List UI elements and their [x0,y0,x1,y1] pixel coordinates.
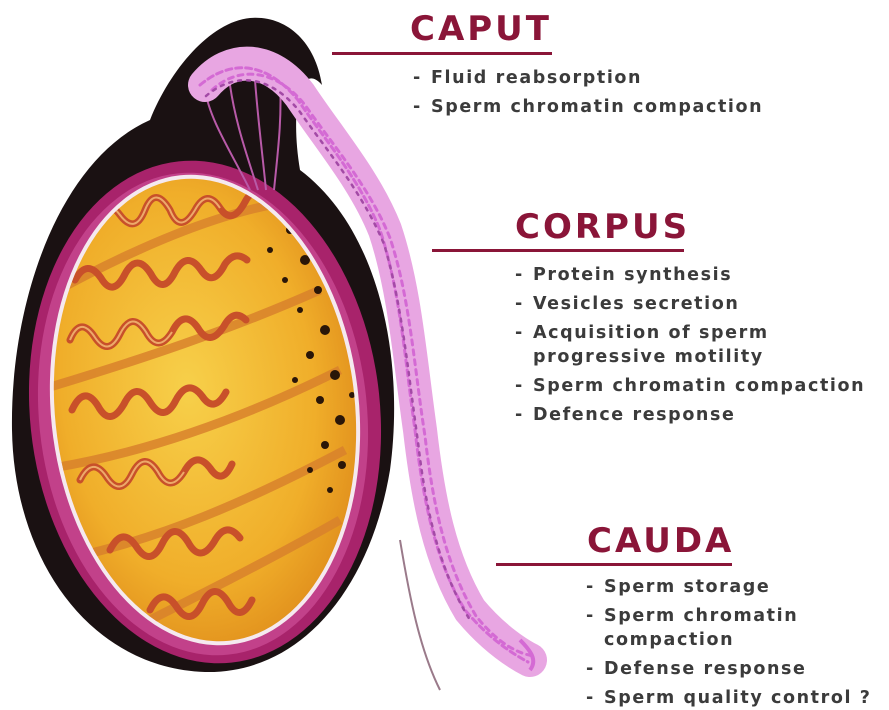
list-item: -Sperm storage [586,575,872,599]
list-item: -Protein synthesis [515,263,865,287]
list-item: -Vesicles secretion [515,292,865,316]
list-item: -Sperm chromatin compaction [413,95,763,119]
caput-leader-line [332,52,552,55]
list-item: -Sperm chromatin compaction [515,374,865,398]
list-item: -Sperm quality control ? [586,686,872,710]
caput-heading: CAPUT [410,12,552,46]
caput-function-list: -Fluid reabsorption -Sperm chromatin com… [413,66,763,124]
corpus-leader-line [432,249,684,252]
corpus-function-list: -Protein synthesis -Vesicles secretion -… [515,263,865,432]
list-item: -Fluid reabsorption [413,66,763,90]
list-item: -Defense response [586,657,872,681]
list-item: -Defence response [515,403,865,427]
corpus-heading: CORPUS [515,210,690,244]
cauda-leader-line [496,563,732,566]
cauda-heading: CAUDA [587,524,734,558]
